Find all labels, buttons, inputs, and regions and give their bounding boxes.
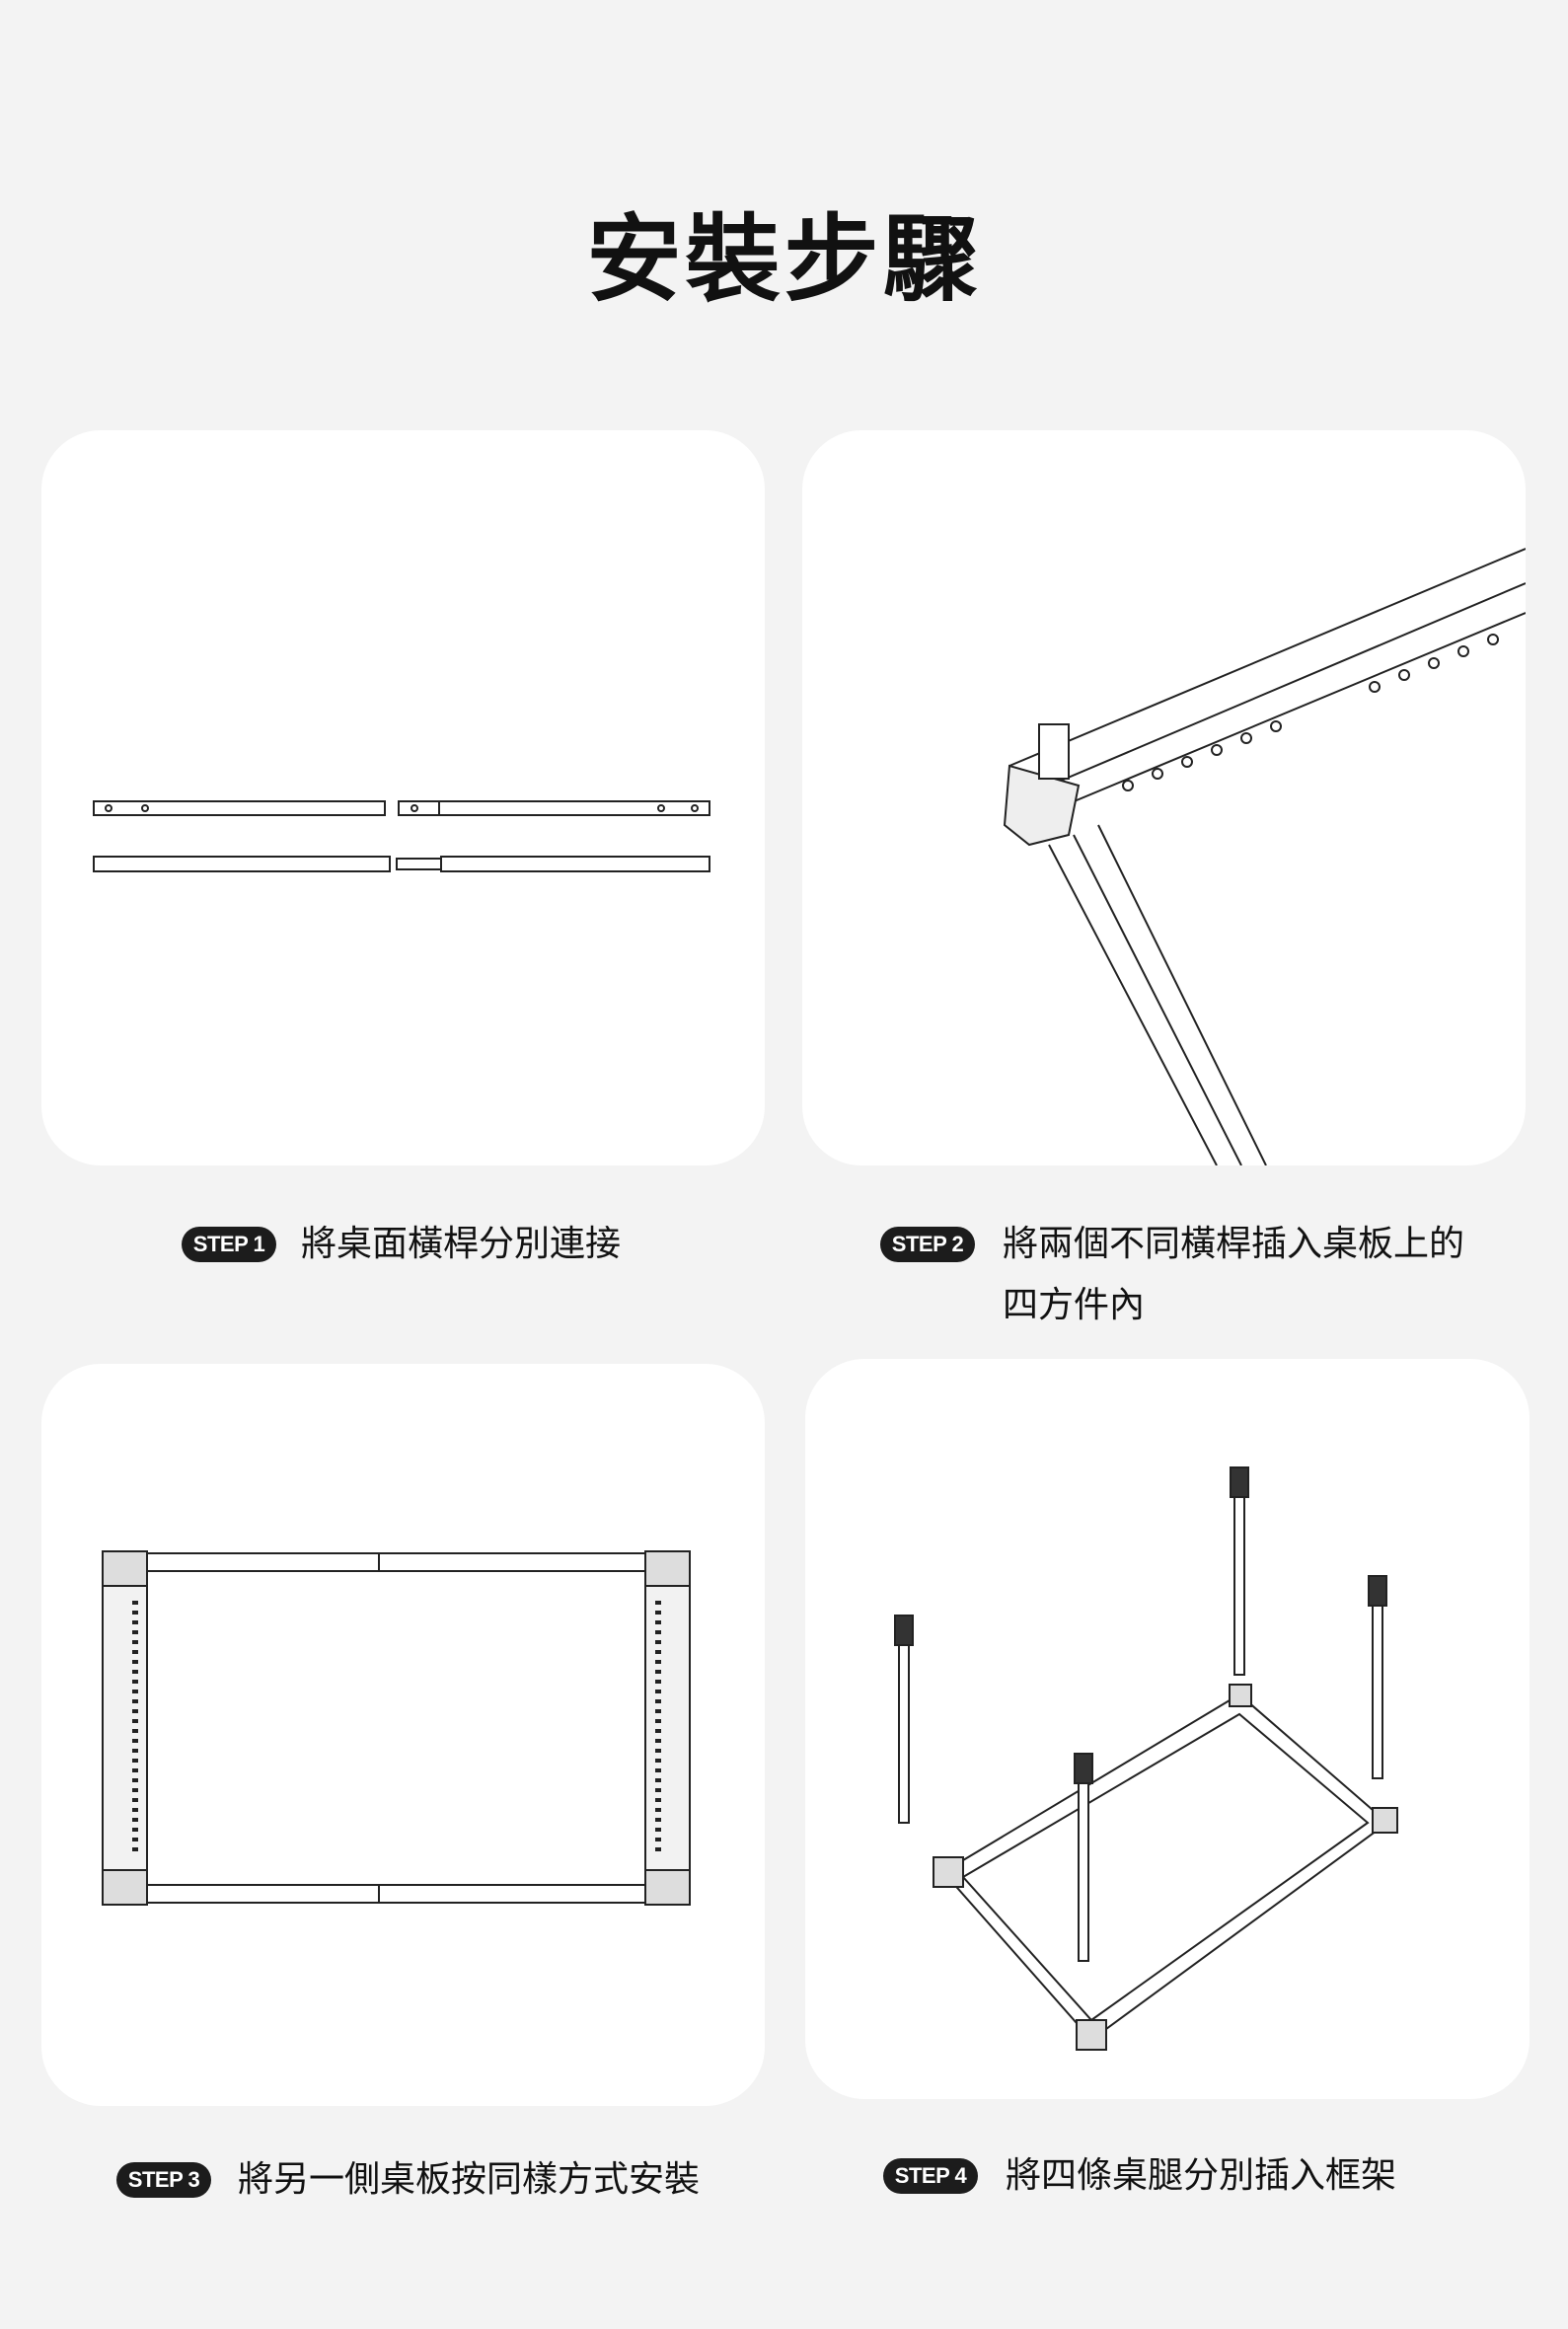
step1-badge: STEP 1 bbox=[182, 1227, 276, 1262]
step4-illustration bbox=[805, 1359, 1530, 2099]
page-title: 安裝步驟 bbox=[586, 204, 982, 315]
step2-caption-line1: 將兩個不同橫桿插入桌板上的 bbox=[1003, 1224, 1465, 1264]
step3-illustration bbox=[41, 1364, 765, 2106]
step1-caption: 將桌面橫桿分別連接 bbox=[301, 1224, 622, 1264]
step1-illustration bbox=[41, 430, 765, 1165]
step3-caption: 將另一側桌板按同樣方式安裝 bbox=[238, 2159, 701, 2200]
step2-badge: STEP 2 bbox=[880, 1227, 975, 1262]
step3-badge: STEP 3 bbox=[116, 2162, 211, 2198]
step2-illustration bbox=[802, 430, 1526, 1165]
step2-caption-line2: 四方件內 bbox=[1003, 1285, 1146, 1325]
step4-caption: 將四條桌腿分別插入框架 bbox=[1006, 2155, 1397, 2196]
step4-badge: STEP 4 bbox=[883, 2158, 978, 2194]
